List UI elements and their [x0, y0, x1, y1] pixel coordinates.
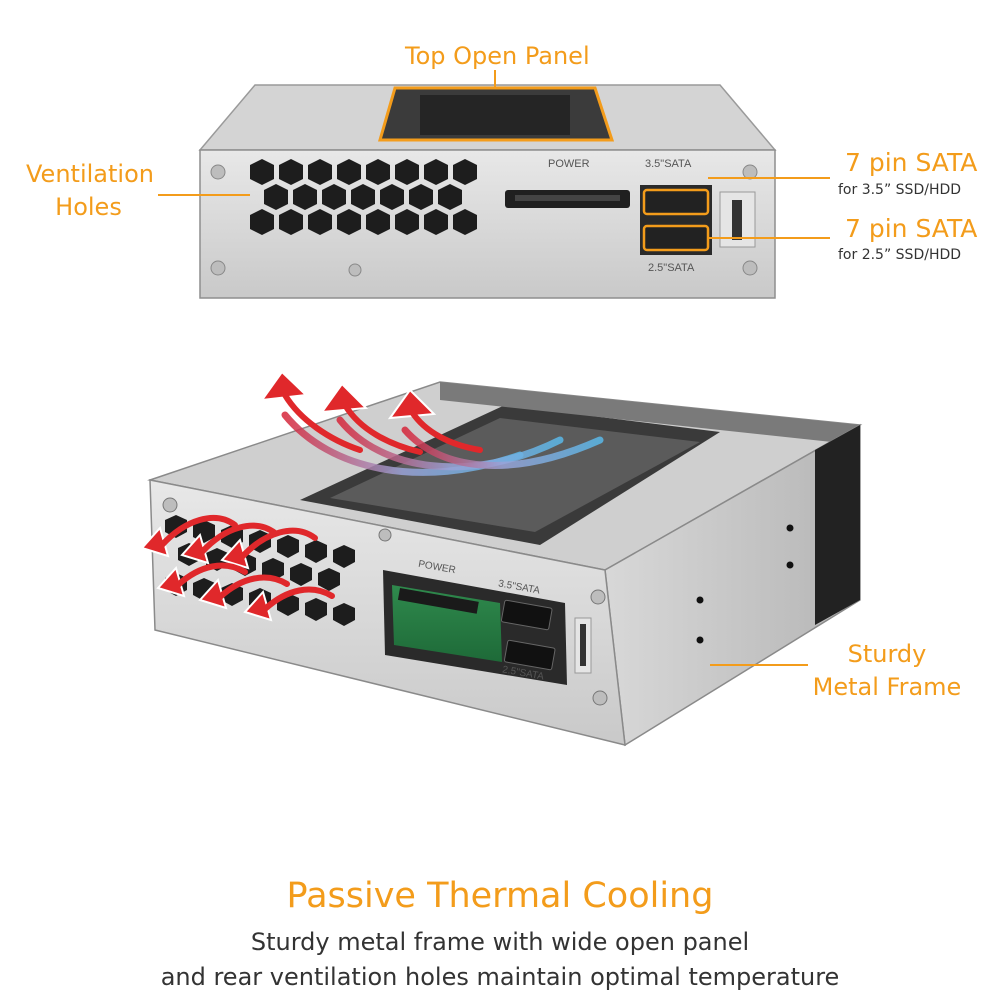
callout-sata35-sub: for 3.5” SSD/HDD: [838, 182, 962, 198]
sata-port-3-5: [642, 188, 710, 216]
top-device: [198, 84, 777, 299]
callout-top-open-panel: Top Open Panel: [405, 42, 590, 70]
ventilation-holes: [250, 159, 477, 235]
footer-line-1: Sturdy metal frame with wide open panel: [250, 928, 750, 956]
sata25-label: 2.5"SATA: [648, 262, 695, 274]
callout-ventilation-1: Ventilation: [26, 160, 154, 188]
callout-sata35-title: 7 pin SATA: [845, 148, 978, 177]
callout-sata25-title: 7 pin SATA: [845, 214, 978, 243]
callout-ventilation-2: Holes: [55, 193, 122, 221]
callout-frame-1: Sturdy: [847, 640, 927, 668]
callout-frame-2: Metal Frame: [812, 673, 962, 701]
callout-sata25-sub: for 2.5” SSD/HDD: [838, 247, 962, 263]
footer-headline: Passive Thermal Cooling: [286, 876, 714, 916]
footer-line-2: and rear ventilation holes maintain opti…: [160, 963, 840, 991]
bottom-device: [147, 381, 863, 747]
heat-arrows: [140, 370, 437, 622]
sata-port-2-5: [642, 224, 710, 252]
airflow: [281, 411, 604, 476]
power-label: POWER: [548, 158, 590, 170]
arrow-up-icon: [319, 382, 369, 414]
sata35-label: 3.5"SATA: [645, 158, 692, 170]
